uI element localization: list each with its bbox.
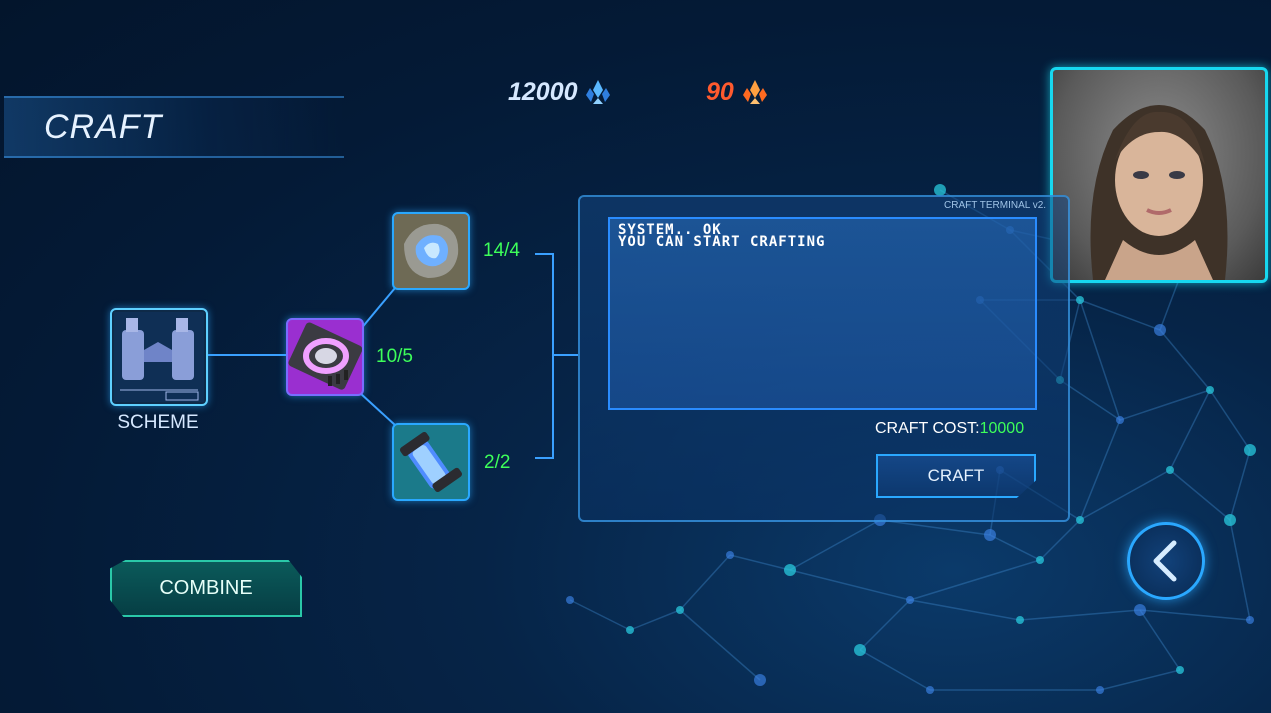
network-line xyxy=(909,599,1021,621)
component-slot[interactable] xyxy=(286,318,364,396)
craft-cost-label: CRAFT COST: xyxy=(875,420,980,437)
material-count-canister: 2/2 xyxy=(484,452,511,473)
network-line xyxy=(1079,299,1121,421)
network-line xyxy=(1209,389,1251,451)
network-line xyxy=(1039,519,1081,561)
component-count: 10/5 xyxy=(376,346,413,367)
network-line xyxy=(1079,419,1121,521)
blueprint-icon xyxy=(114,312,204,402)
scheme-slot[interactable] xyxy=(110,308,208,406)
network-line xyxy=(859,599,911,651)
network-line xyxy=(1169,389,1211,471)
network-node xyxy=(626,626,634,634)
orange-currency-value: 90 xyxy=(706,78,734,106)
network-line xyxy=(1079,469,1171,521)
network-line xyxy=(909,559,1041,601)
network-line xyxy=(1019,609,1141,621)
chevron-left-icon xyxy=(1153,540,1177,582)
network-line xyxy=(1159,329,1211,391)
avatar xyxy=(1050,67,1268,283)
network-line xyxy=(879,519,991,536)
energy-canister-icon xyxy=(399,431,463,493)
chip-icon xyxy=(288,322,363,390)
network-node xyxy=(726,551,734,559)
network-node xyxy=(1166,466,1174,474)
network-node xyxy=(1076,296,1084,304)
network-line xyxy=(729,554,791,571)
network-line xyxy=(1079,299,1161,331)
network-node xyxy=(784,564,796,576)
network-line xyxy=(1059,379,1121,421)
orange-crystal-icon xyxy=(742,80,767,105)
network-node xyxy=(1036,556,1044,564)
network-node xyxy=(854,644,866,656)
material-slot-canister[interactable] xyxy=(392,423,470,501)
network-line xyxy=(1119,389,1211,421)
blue-currency-value: 12000 xyxy=(508,78,578,106)
network-node xyxy=(1154,324,1166,336)
network-node xyxy=(1176,666,1184,674)
network-line xyxy=(1169,469,1231,521)
network-line xyxy=(859,649,931,691)
network-node xyxy=(1076,516,1084,524)
network-line xyxy=(569,599,631,631)
network-line xyxy=(679,609,761,681)
scheme-label: SCHEME xyxy=(117,412,199,433)
network-node xyxy=(1116,416,1124,424)
orange-currency: 90 xyxy=(706,78,769,108)
material-count-crystal: 14/4 xyxy=(483,240,520,261)
terminal-version: CRAFT TERMINAL v2. xyxy=(944,200,1047,211)
network-line xyxy=(789,519,881,571)
material-slot-crystal[interactable] xyxy=(392,212,470,290)
character-portrait xyxy=(1090,105,1228,280)
network-line xyxy=(629,609,681,631)
craft-button[interactable]: CRAFT xyxy=(876,454,1036,498)
terminal-line-2: YOU CAN START CRAFTING xyxy=(618,234,826,250)
network-node xyxy=(676,606,684,614)
blue-currency: 12000 xyxy=(508,78,612,108)
network-node xyxy=(1246,616,1254,624)
network-node xyxy=(1244,444,1256,456)
network-line xyxy=(1229,519,1251,621)
network-node xyxy=(1134,604,1146,616)
terminal-screen xyxy=(608,217,1037,410)
title-band xyxy=(4,96,344,158)
network-node xyxy=(754,674,766,686)
terminal-line-1: SYSTEM.. OK xyxy=(618,222,722,238)
network-node xyxy=(984,529,996,541)
network-node xyxy=(906,596,914,604)
page-title: CRAFT xyxy=(44,108,163,146)
crystal-ore-icon xyxy=(404,223,459,278)
network-line xyxy=(1229,449,1251,521)
craft-cost: CRAFT COST:10000 xyxy=(875,420,1024,438)
network-node xyxy=(1224,514,1236,526)
network-line xyxy=(1139,609,1251,621)
network-node xyxy=(934,184,946,196)
network-node xyxy=(1206,386,1214,394)
network-node xyxy=(1096,686,1104,694)
combine-button[interactable]: COMBINE xyxy=(110,560,302,617)
network-line xyxy=(789,569,911,601)
network-node xyxy=(566,596,574,604)
network-node xyxy=(1016,616,1024,624)
network-line xyxy=(679,554,731,611)
network-line xyxy=(989,534,1041,561)
craft-cost-value: 10000 xyxy=(979,420,1025,437)
network-line xyxy=(1099,669,1181,691)
network-line xyxy=(1139,609,1181,671)
network-node xyxy=(926,686,934,694)
blue-crystal-icon xyxy=(586,80,611,105)
back-button[interactable] xyxy=(1127,522,1205,600)
